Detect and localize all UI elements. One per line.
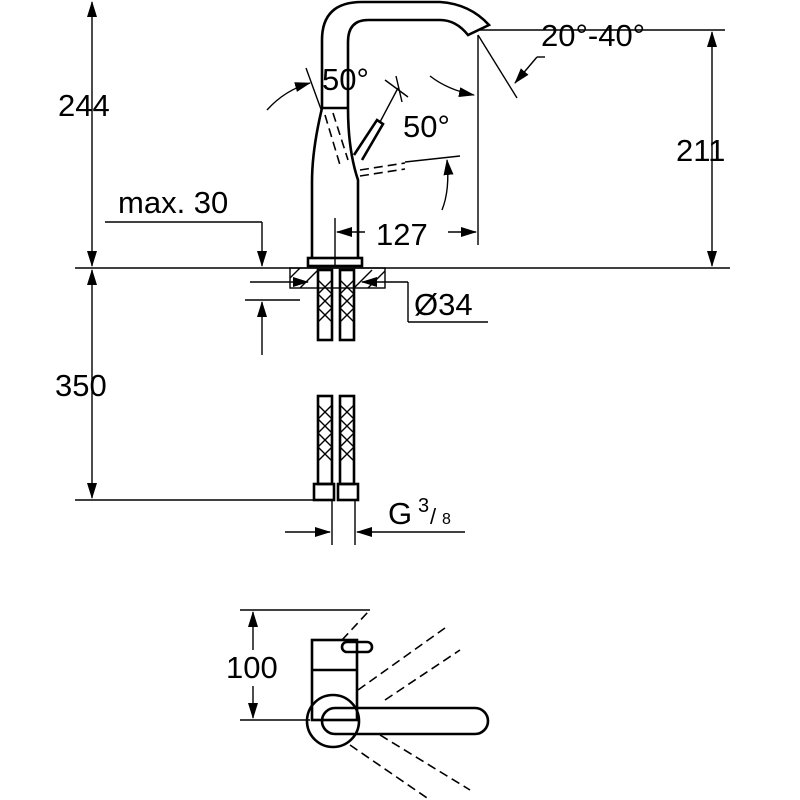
dimension-hole-diameter: Ø34 <box>250 277 488 323</box>
svg-text:3: 3 <box>418 495 429 517</box>
faucet-side-view <box>306 0 492 268</box>
svg-text:/: / <box>430 504 437 529</box>
dimension-spout-swivel: 20°-40° <box>477 18 645 99</box>
svg-text:100: 100 <box>226 650 278 685</box>
svg-text:350: 350 <box>55 368 107 403</box>
svg-text:20°-40°: 20°-40° <box>541 18 645 53</box>
svg-text:50°: 50° <box>322 62 369 97</box>
dimension-lever-angle: 50° 50° <box>266 62 475 211</box>
faucet-top-view: 100 <box>226 609 490 800</box>
dimension-hose-length: 350 <box>55 269 318 501</box>
svg-text:G: G <box>388 496 412 531</box>
svg-text:244: 244 <box>58 88 110 123</box>
dimension-max-thickness: max. 30 <box>105 185 300 355</box>
dimension-total-height: 244 <box>58 1 110 267</box>
svg-text:max. 30: max. 30 <box>118 185 228 220</box>
svg-text:127: 127 <box>376 217 428 252</box>
svg-text:8: 8 <box>442 511 451 528</box>
mounting-and-hoses <box>289 267 386 545</box>
svg-text:50°: 50° <box>403 109 450 144</box>
dimension-connection-thread: G 3 / 8 <box>285 495 465 537</box>
dimension-reach: 127 <box>334 35 479 266</box>
svg-text:211: 211 <box>676 133 725 168</box>
svg-text:Ø34: Ø34 <box>414 287 473 322</box>
dimension-spout-height: 211 <box>480 29 725 267</box>
